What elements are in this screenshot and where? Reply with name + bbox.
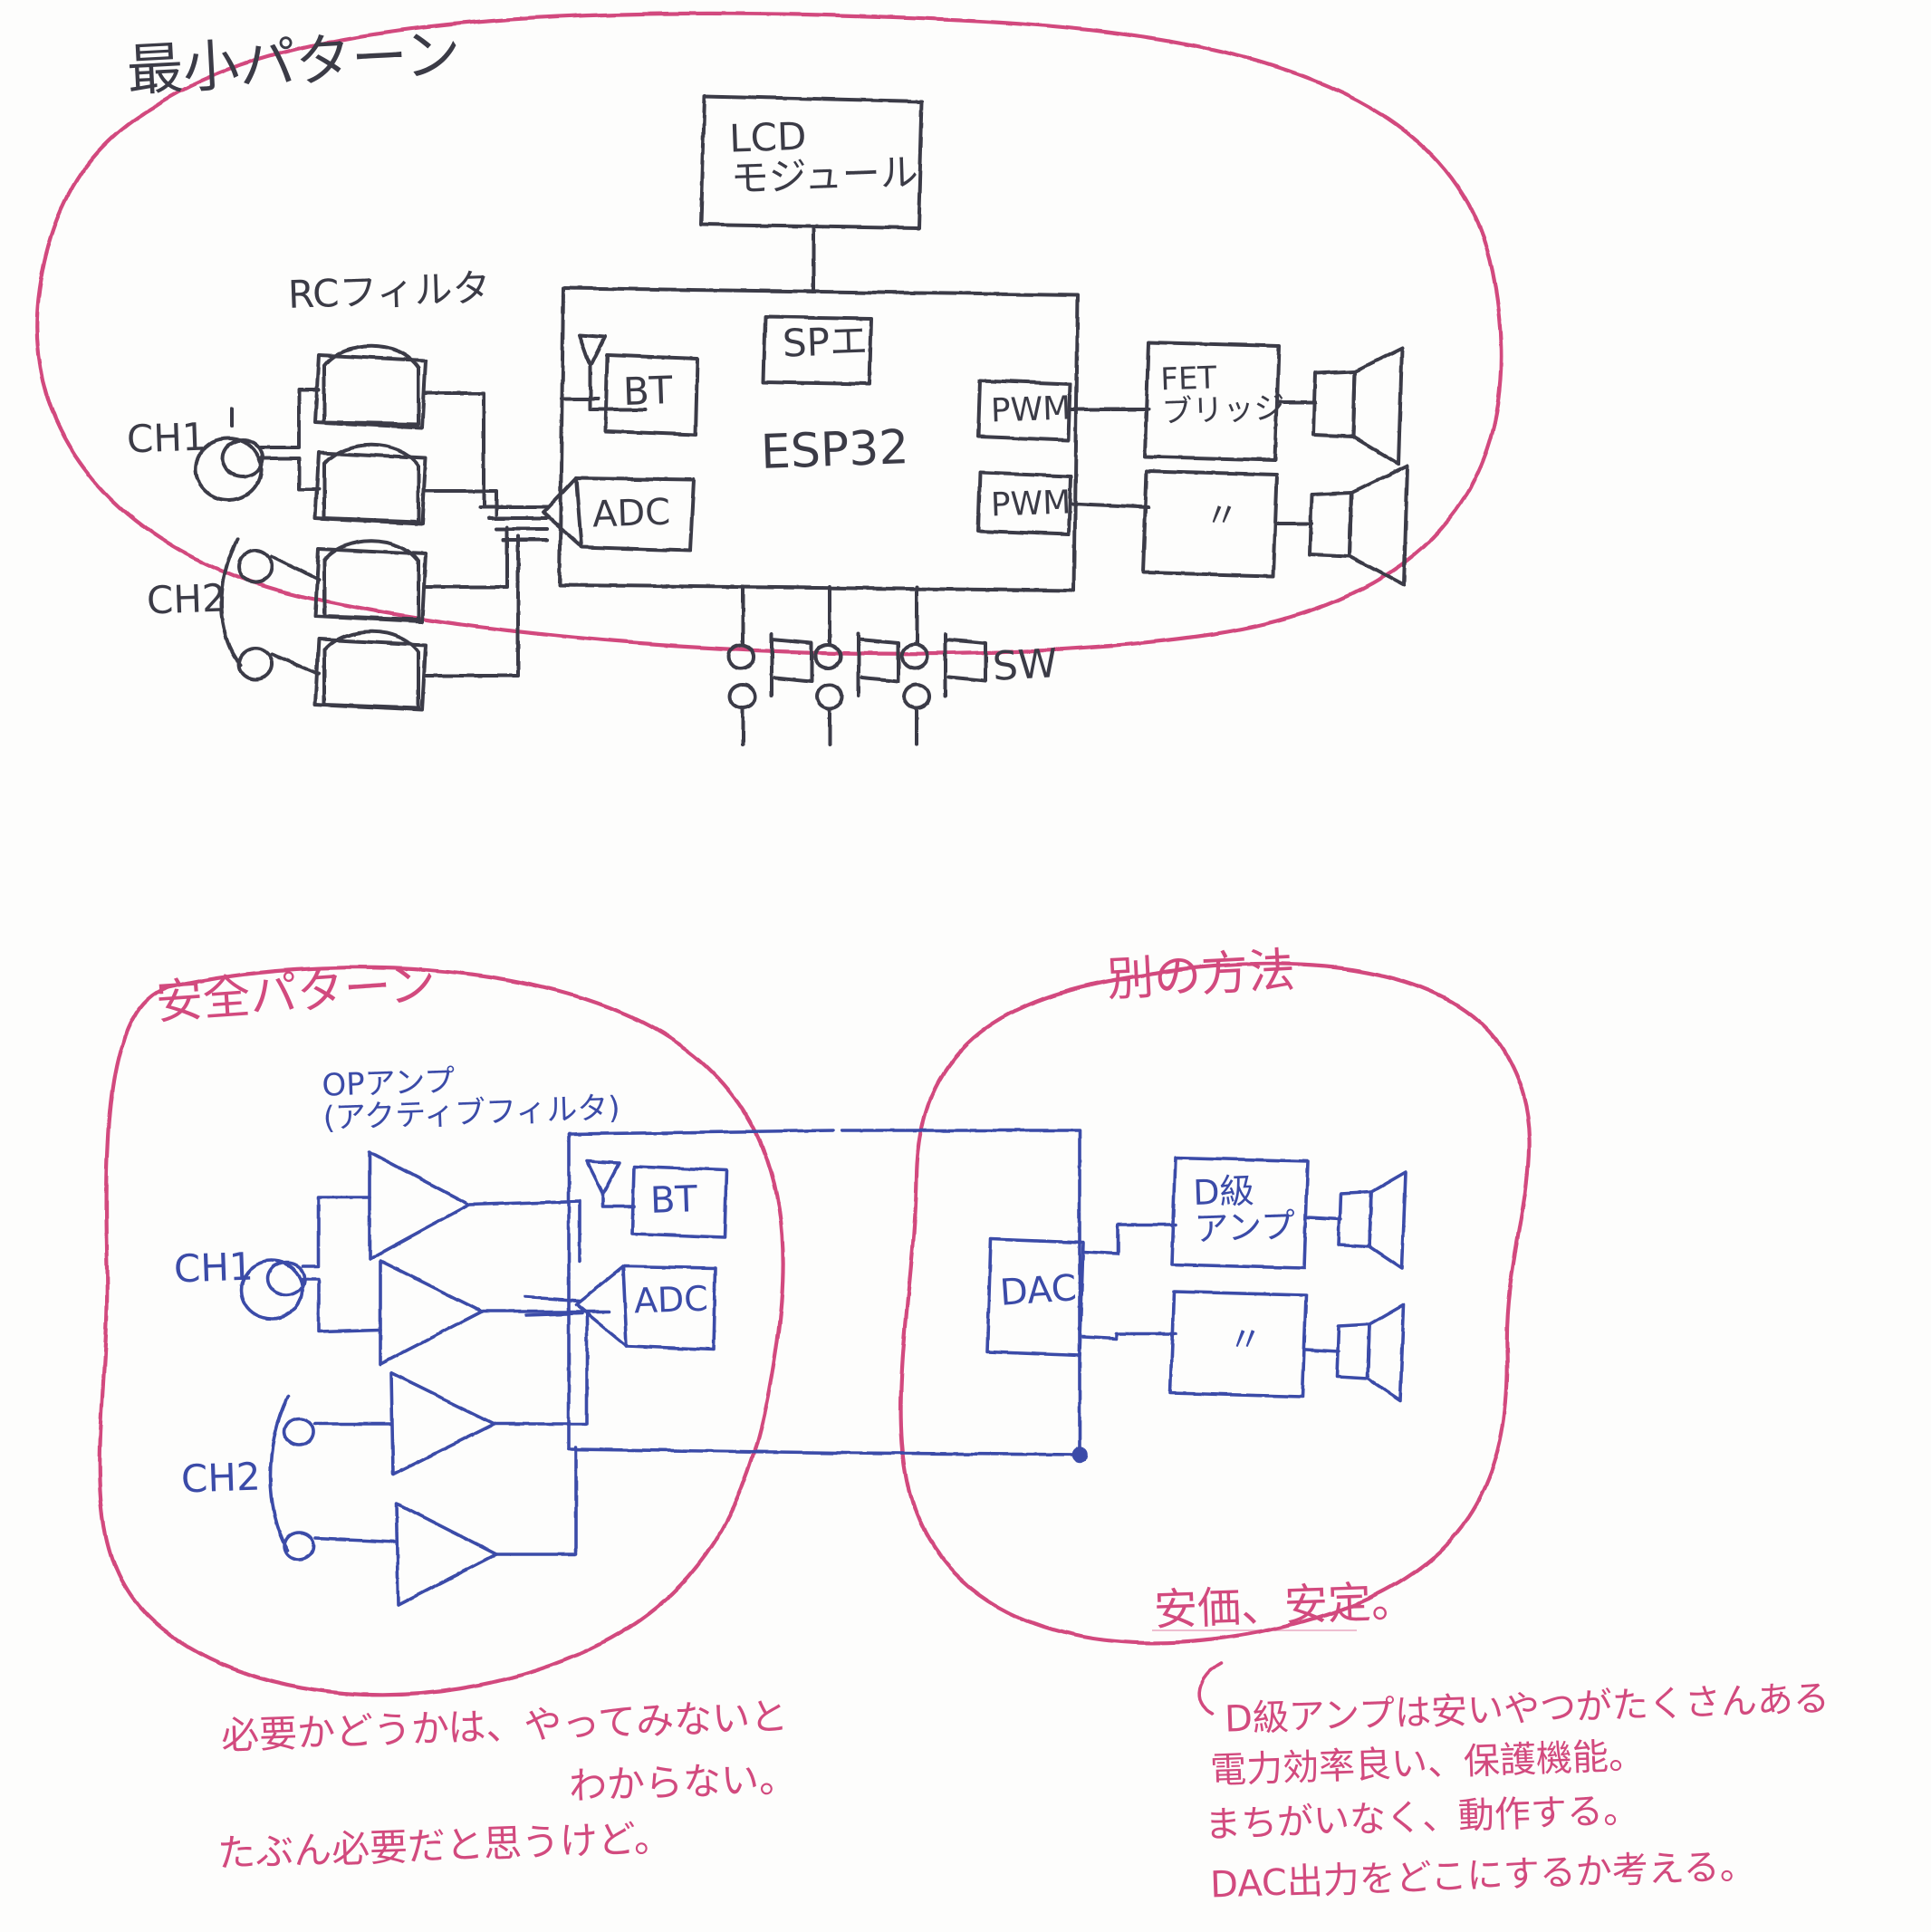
ch2-jack-1 bbox=[237, 549, 274, 583]
opamp-2 bbox=[379, 1259, 484, 1366]
bt-label-blue: BT bbox=[649, 1178, 698, 1222]
note-right-heading: 安価、安定。 bbox=[1153, 1575, 1416, 1637]
dac-box bbox=[985, 1237, 1085, 1357]
bt-box bbox=[603, 353, 699, 437]
pwm-label-2: PWM bbox=[990, 484, 1072, 524]
antenna-icon-blue bbox=[585, 1159, 621, 1196]
adc-box-blue bbox=[621, 1264, 717, 1351]
pwm-box-2 bbox=[976, 471, 1072, 536]
speaker-right-2 bbox=[1335, 1322, 1371, 1380]
ch1-jack-blue bbox=[239, 1259, 304, 1321]
dac-label: DAC bbox=[998, 1267, 1079, 1314]
section-title-top: 最小パターン bbox=[125, 20, 463, 104]
rc-filter-3 bbox=[313, 547, 428, 623]
esp32-box bbox=[558, 286, 1080, 592]
ch1-jack bbox=[194, 437, 263, 502]
ch2-jack-blue-1 bbox=[283, 1417, 315, 1447]
bottom-right-strokes bbox=[841, 1129, 1407, 1463]
antenna-icon bbox=[578, 333, 607, 368]
bottom-left-strokes bbox=[239, 1129, 844, 1607]
opamp-3 bbox=[389, 1371, 496, 1476]
adc-label-blue: ADC bbox=[633, 1278, 709, 1322]
opamp-4 bbox=[395, 1502, 498, 1607]
fet-bridge-label: FET ブリッジ bbox=[1159, 360, 1286, 431]
ch1-label-blue: CH1 bbox=[173, 1244, 255, 1292]
opamp-1 bbox=[368, 1150, 471, 1261]
ch2-jack-2 bbox=[237, 647, 274, 681]
rc-filter-1 bbox=[313, 353, 428, 429]
ch2-bracket-blue bbox=[268, 1395, 290, 1552]
esp32-label: ESP32 bbox=[759, 420, 910, 480]
fet-bridge-box-2 bbox=[1141, 469, 1279, 578]
ch2-jack-blue-2 bbox=[283, 1531, 315, 1562]
class-d-amp-label: D級 アンプ bbox=[1192, 1170, 1296, 1249]
rc-filter-2 bbox=[313, 451, 428, 525]
opamp-group-label: OPアンプ (アクティブフィルタ) bbox=[321, 1062, 621, 1137]
spi-box bbox=[762, 315, 873, 386]
lcd-module-box bbox=[699, 94, 924, 230]
ch2-bracket bbox=[219, 538, 243, 667]
red-note-hook bbox=[1196, 1661, 1223, 1716]
ch2-label-blue: CH2 bbox=[180, 1454, 262, 1502]
class-d-amp-box bbox=[1170, 1156, 1310, 1270]
spi-label: SPエ bbox=[782, 318, 869, 366]
speaker-1 bbox=[1311, 370, 1357, 438]
junction-dot bbox=[1071, 1447, 1088, 1463]
ch1-label: CH1 bbox=[126, 414, 207, 462]
sw-label: SW bbox=[991, 640, 1059, 690]
pwm-box-1 bbox=[976, 379, 1072, 442]
section-title-bottom-right: 別の方法 bbox=[1105, 943, 1297, 1008]
adc-box bbox=[574, 476, 696, 553]
red-enclosure-top bbox=[34, 11, 1503, 656]
adc-label: ADC bbox=[591, 491, 671, 536]
speaker-right-1 bbox=[1337, 1190, 1373, 1248]
ch2-label: CH2 bbox=[146, 575, 227, 623]
class-d-amp-label-2: 〃 bbox=[1228, 1320, 1263, 1360]
note-left-line-2: わからない。 bbox=[568, 1755, 798, 1809]
lcd-module-label: LCD モジュール bbox=[728, 113, 919, 201]
bt-label: BT bbox=[622, 368, 674, 414]
top-diagram-strokes bbox=[194, 94, 1409, 746]
fet-bridge-label-2: 〃 bbox=[1205, 495, 1240, 535]
class-d-amp-box-2 bbox=[1168, 1290, 1308, 1399]
speaker-2 bbox=[1308, 491, 1353, 558]
rc-filter-4 bbox=[313, 638, 428, 712]
rc-filter-label: RCフィルタ bbox=[287, 265, 492, 317]
fet-bridge-box bbox=[1143, 341, 1281, 462]
bt-box-blue bbox=[630, 1165, 728, 1239]
pwm-label-1: PWM bbox=[990, 389, 1072, 430]
red-enclosure-bottom-right bbox=[898, 962, 1532, 1646]
red-enclosure-bottom-left bbox=[98, 965, 785, 1697]
